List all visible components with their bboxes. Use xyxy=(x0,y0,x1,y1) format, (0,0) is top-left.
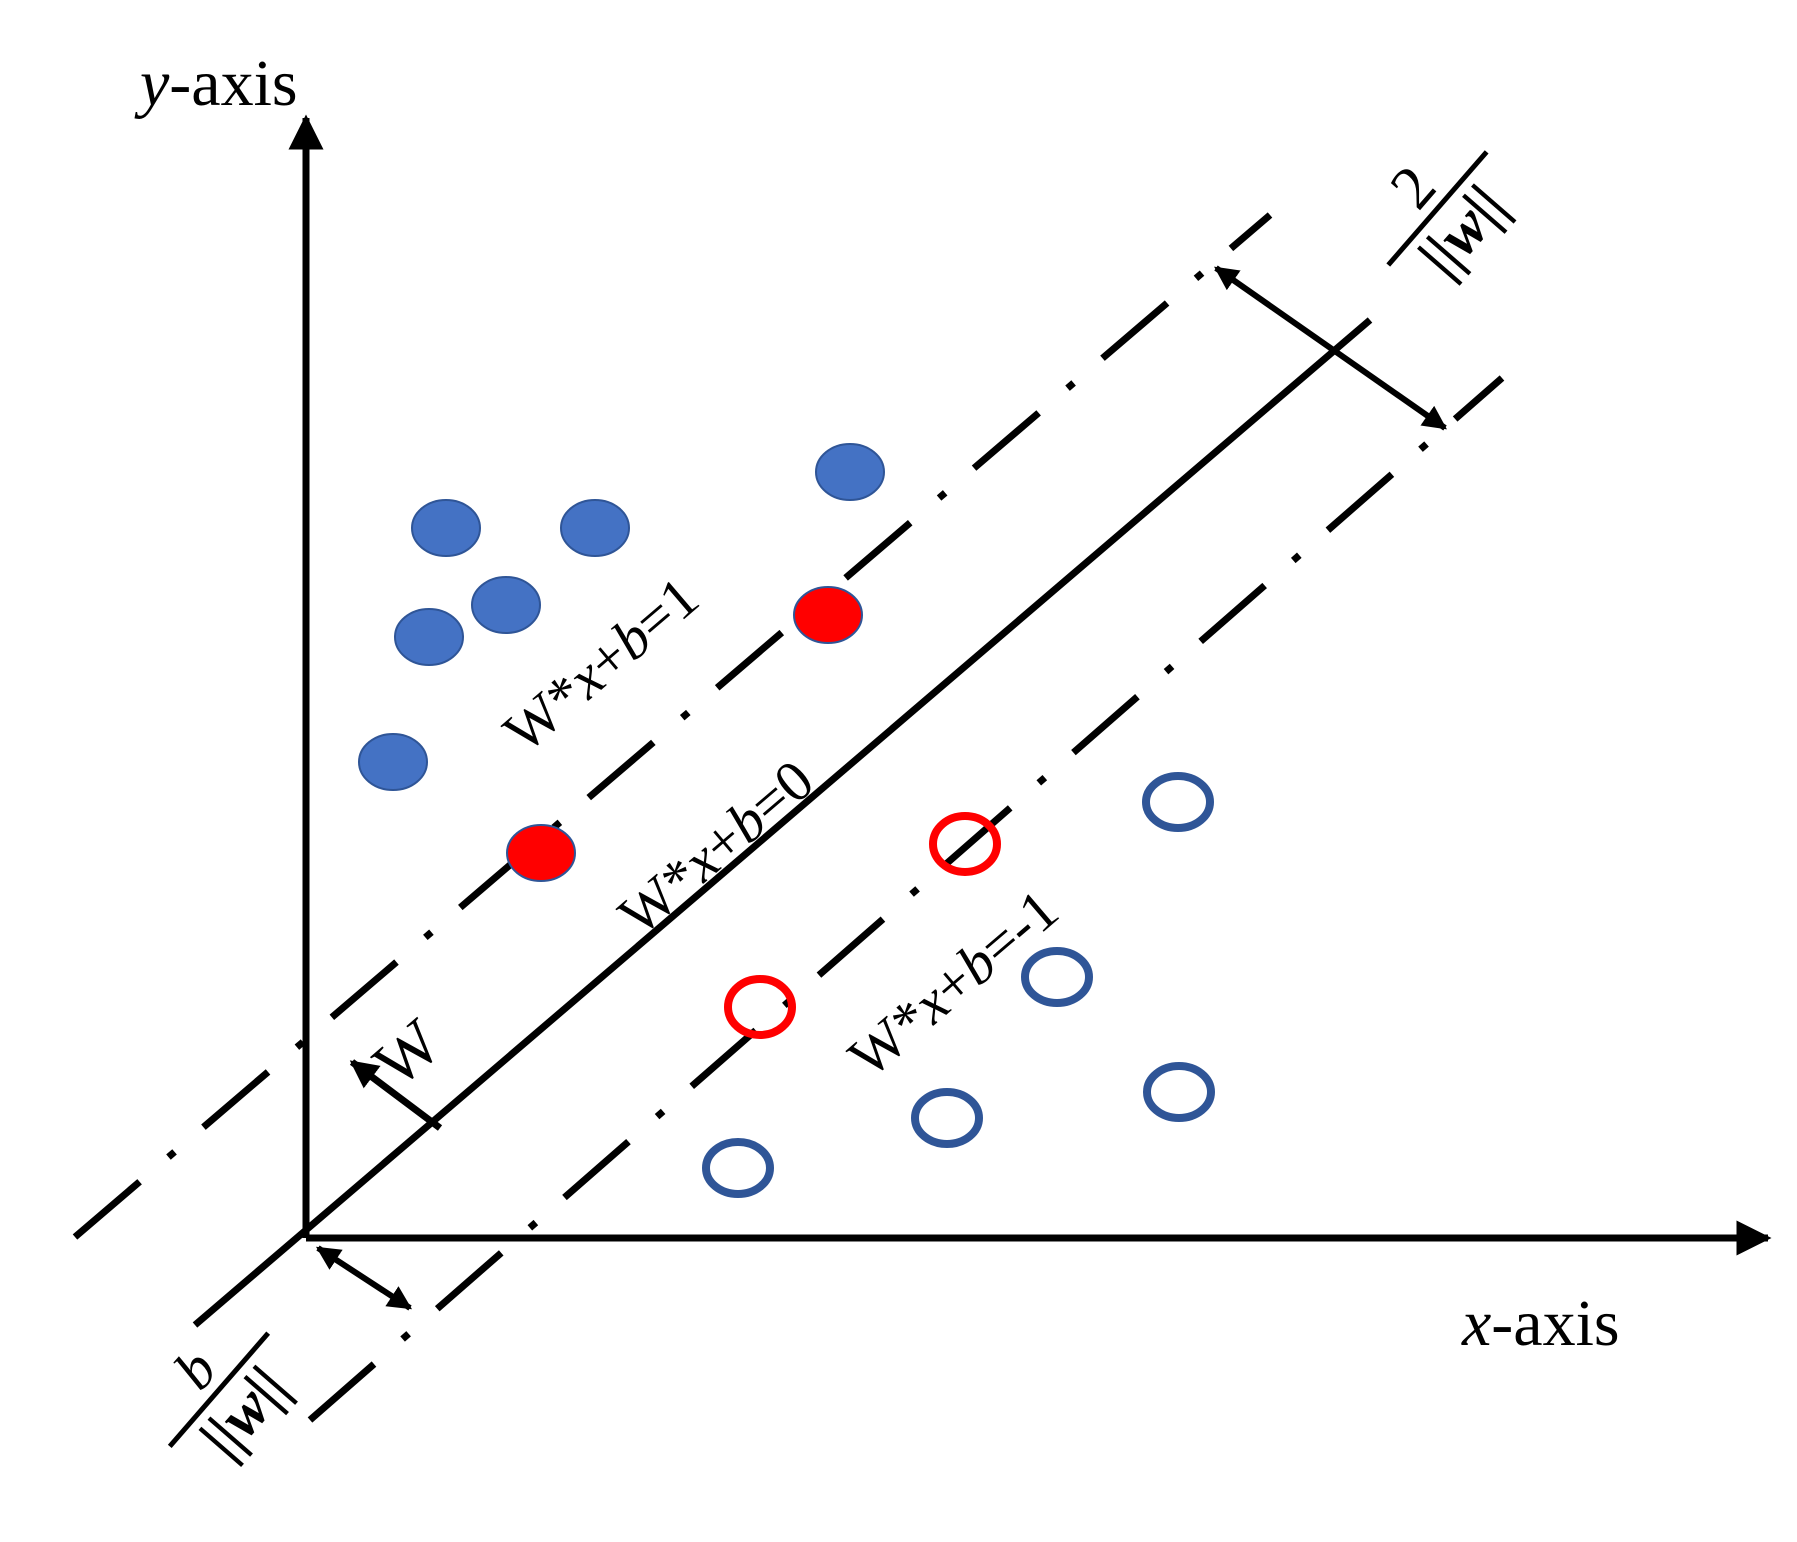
positive-point xyxy=(471,576,541,634)
negative-support-vector xyxy=(724,975,796,1039)
positive-point xyxy=(560,499,630,557)
offset-fraction-bar xyxy=(167,1331,271,1448)
w-vector-label: W xyxy=(360,1005,455,1101)
positive-point xyxy=(358,733,428,791)
negative-point xyxy=(1021,947,1093,1007)
negative-support-vector xyxy=(929,812,1001,876)
decision-boundary-line xyxy=(192,317,1373,1328)
positive-point xyxy=(394,608,464,666)
margin-width-arrow xyxy=(1214,265,1447,431)
negative-class-points xyxy=(702,772,1215,1198)
offset-fraction: b ||w|| xyxy=(161,1331,302,1471)
negative-point xyxy=(1142,772,1214,832)
x-axis-label: x-axis xyxy=(1461,1287,1620,1360)
positive-point xyxy=(411,499,481,557)
negative-margin-equation: W*x+b=-1 xyxy=(836,877,1070,1090)
decision-boundary-equation: W*x+b=0 xyxy=(606,747,825,948)
positive-margin-line xyxy=(72,212,1273,1240)
w-normal-vector-arrow xyxy=(349,1059,443,1131)
margin-fraction-bar xyxy=(1386,150,1489,267)
positive-point xyxy=(815,443,885,501)
positive-support-vectors xyxy=(506,586,863,882)
negative-margin-line xyxy=(307,375,1505,1423)
negative-support-vectors xyxy=(724,812,1001,1039)
negative-point xyxy=(702,1138,774,1198)
positive-support-vector xyxy=(506,824,576,882)
margin-width-fraction: 2 ||w|| xyxy=(1377,150,1520,289)
negative-point xyxy=(911,1088,983,1148)
positive-class-points xyxy=(358,443,885,791)
offset-arrow xyxy=(315,1245,413,1311)
y-axis-label: y-axis xyxy=(134,47,298,120)
negative-point xyxy=(1143,1062,1215,1122)
positive-support-vector xyxy=(793,586,863,644)
